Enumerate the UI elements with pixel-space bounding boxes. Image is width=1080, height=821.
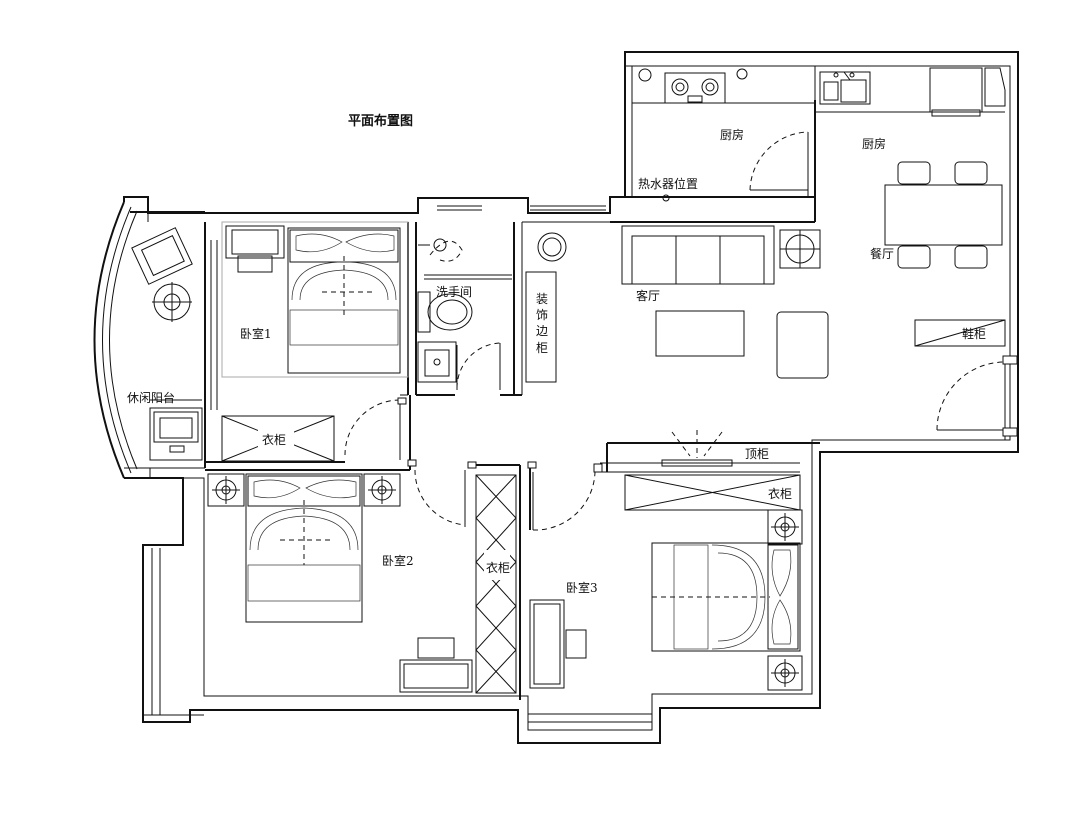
label-deco-cabinet-1: 装 bbox=[536, 292, 548, 306]
label-water-heater: 热水器位置 bbox=[638, 176, 698, 191]
balcony-furniture bbox=[131, 227, 203, 461]
interior-walls bbox=[204, 66, 1018, 700]
label-shoe-cabinet: 鞋柜 bbox=[962, 326, 986, 341]
label-bedroom2: 卧室2 bbox=[382, 553, 414, 568]
living-furniture bbox=[525, 225, 829, 383]
label-deco-cabinet-4: 柜 bbox=[536, 341, 548, 355]
label-wardrobe-3: 衣柜 bbox=[768, 486, 792, 501]
dining-set bbox=[884, 161, 1006, 347]
label-dining: 餐厅 bbox=[870, 246, 894, 261]
label-wardrobe-2: 衣柜 bbox=[486, 560, 510, 575]
bathroom-fixtures bbox=[417, 238, 512, 383]
outer-walls bbox=[123, 51, 1019, 744]
label-balcony: 休闲阳台 bbox=[127, 390, 175, 405]
bedroom3-furniture bbox=[529, 430, 803, 691]
balcony-curve bbox=[93, 201, 205, 479]
label-kitchen-2: 厨房 bbox=[862, 136, 886, 151]
label-living: 客厅 bbox=[636, 288, 660, 303]
label-bedroom3: 卧室3 bbox=[566, 580, 598, 595]
kitchen-fixtures bbox=[632, 66, 1006, 202]
bedroom1-furniture bbox=[221, 221, 409, 462]
plan-title: 平面布置图 bbox=[348, 113, 413, 129]
label-deco-cabinet-2: 饰 bbox=[536, 308, 548, 322]
label-wardrobe-1: 衣柜 bbox=[262, 432, 286, 447]
label-top-cabinet: 顶柜 bbox=[745, 447, 769, 461]
room-labels: 休闲阳台 卧室1 洗手间 装 饰 边 柜 客厅 厨房 厨房 热水器位置 餐厅 鞋… bbox=[127, 127, 986, 595]
doors bbox=[344, 131, 1018, 531]
label-bedroom1: 卧室1 bbox=[240, 326, 272, 341]
label-deco-cabinet-3: 边 bbox=[536, 324, 548, 338]
label-kitchen-1: 厨房 bbox=[720, 127, 744, 142]
bedroom2-furniture bbox=[207, 473, 517, 694]
label-bathroom: 洗手间 bbox=[436, 285, 472, 299]
